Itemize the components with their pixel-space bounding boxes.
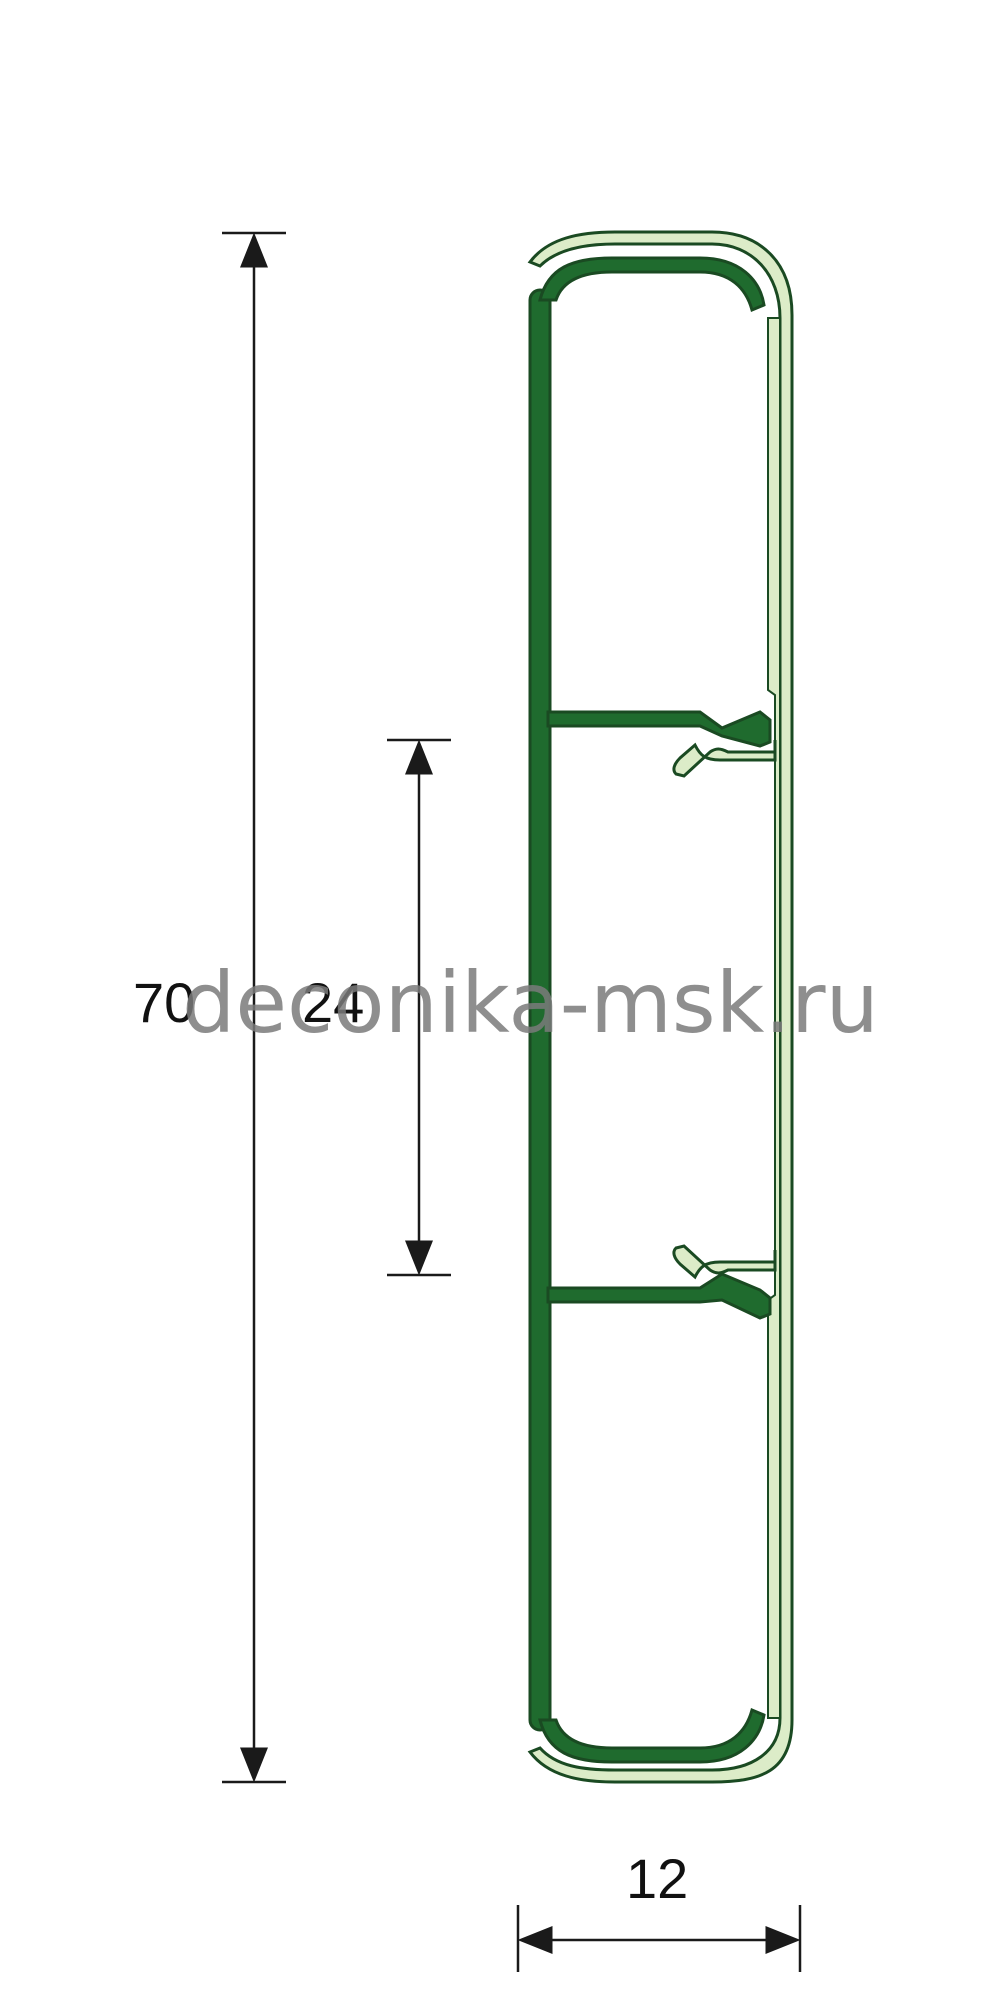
- base-left-wall: [528, 288, 552, 1732]
- base-divider-upper: [546, 710, 772, 748]
- dimension-overall-height: [222, 231, 286, 1784]
- base-profile: [528, 256, 772, 1764]
- base-divider-lower: [546, 1272, 772, 1320]
- cover-outline: [527, 230, 794, 1784]
- cover-clip-upper: [672, 740, 777, 778]
- label-width: 12: [626, 1847, 688, 1910]
- label-overall-height: 70: [133, 971, 195, 1034]
- cover-clip-lower: [672, 1244, 777, 1280]
- watermark-text: deconika-msk.ru: [182, 954, 879, 1052]
- base-top-lip: [538, 256, 766, 313]
- base-bottom-lip: [538, 1707, 766, 1764]
- dimension-width: [516, 1905, 802, 1972]
- label-inner-height: 24: [302, 971, 364, 1034]
- cover-profile: [527, 230, 794, 1784]
- dimension-inner-height: [387, 738, 451, 1277]
